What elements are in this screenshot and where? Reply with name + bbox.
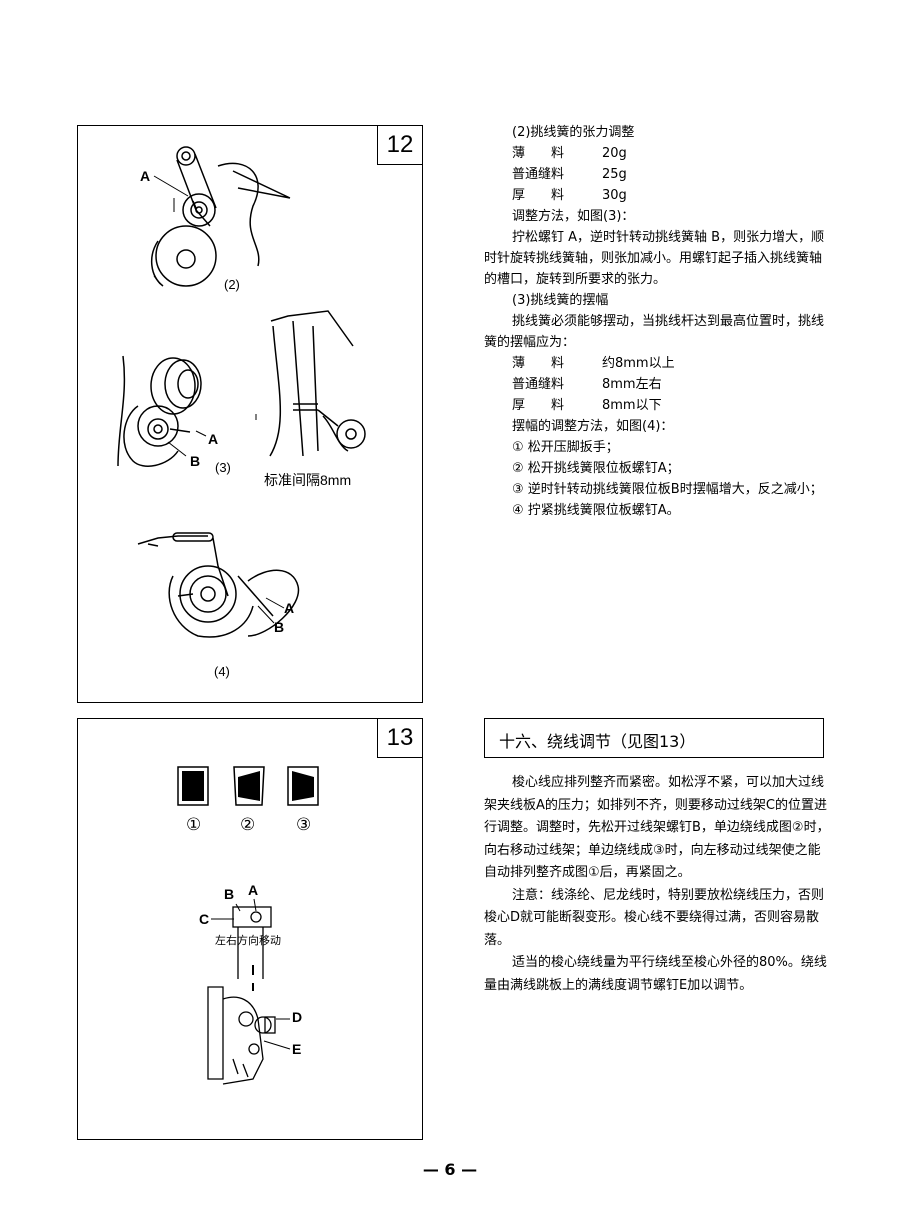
section-16-para3: 适当的梭心绕线量为平行绕线至梭心外径的80%。绕线量由满线跳板上的满线度调节螺钉… (484, 955, 827, 993)
swing-row: 薄 料 约8mm以上 (484, 353, 829, 374)
figure-13: 13 (77, 718, 423, 1140)
swing-row: 普通缝料 8mm左右 (484, 374, 829, 395)
row-value: 8mm左右 (602, 377, 662, 392)
row-key: 普通缝料 (512, 377, 565, 392)
caption-3: (3) (215, 460, 231, 475)
tension-row: 薄 料 20g (484, 143, 829, 164)
row-key: 薄 料 (512, 356, 565, 371)
tension-swing-text: (2)挑线簧的张力调整 薄 料 20g 普通缝料 25g 厚 料 30g 调整方… (484, 122, 829, 521)
swing-step: ① 松开压脚扳手； (512, 440, 619, 455)
row-value: 8mm以下 (602, 398, 662, 413)
swing-step: ② 松开挑线簧限位板螺钉A； (512, 461, 680, 476)
figure-12: 12 (77, 125, 423, 703)
swing-paragraph: 挑线簧必须能够摆动，当挑线杆达到最高位置时，挑线簧的摆幅应为： (484, 314, 825, 350)
section-16-para2: 注意：线涤纶、尼龙线时，特别要放松绕线压力，否则梭心D就可能断裂变形。梭心线不要… (484, 887, 825, 948)
section-16-body: 梭心线应排列整齐而紧密。如松浮不紧，可以加大过线架夹线板A的压力；如排列不齐，则… (484, 772, 830, 997)
swing-row: 厚 料 8mm以下 (484, 395, 829, 416)
tension-row: 普通缝料 25g (484, 164, 829, 185)
label-b: B (224, 886, 235, 902)
label-e: E (292, 1041, 302, 1057)
label-b-mid: B (190, 453, 201, 469)
standard-gap-label: 标准间隔8mm (264, 472, 352, 488)
caption-4: (4) (214, 664, 230, 679)
label-a: A (248, 882, 259, 898)
swing-step: ③ 逆时针转动挑线簧限位板B时摆幅增大，反之减小； (512, 482, 823, 497)
label-b-bot: B (274, 619, 285, 635)
tension-heading: (2)挑线簧的张力调整 (512, 125, 635, 140)
section-16-para1: 梭心线应排列整齐而紧密。如松浮不紧，可以加大过线架夹线板A的压力；如排列不齐，则… (484, 775, 830, 880)
tension-paragraph: 拧松螺钉 A，逆时针转动挑线簧轴 B，则张力增大，顺时针旋转挑线簧轴，则张加减小… (484, 230, 825, 287)
row-key: 厚 料 (512, 398, 565, 413)
label-c: C (199, 911, 210, 927)
figure-13-illustration (177, 766, 319, 1085)
swing-step: ④ 拧紧挑线簧限位板螺钉A。 (512, 503, 680, 518)
row-value: 约8mm以上 (602, 356, 675, 371)
section-16-title: 十六、绕线调节（见图13） (499, 732, 696, 751)
row-value: 30g (602, 188, 627, 203)
figure-12-illustration (117, 146, 366, 638)
label-a-mid: A (208, 431, 219, 447)
row-key: 薄 料 (512, 146, 565, 161)
caption-2: (2) (224, 277, 240, 292)
section-16-title-box: 十六、绕线调节（见图13） (484, 718, 824, 758)
figure-number: 12 (377, 126, 422, 165)
bobbin-label-1: ① (186, 815, 202, 834)
row-key: 厚 料 (512, 188, 565, 203)
row-value: 25g (602, 167, 627, 182)
tension-method: 调整方法，如图(3)： (512, 209, 635, 224)
row-key: 普通缝料 (512, 167, 565, 182)
label-a-bot: A (284, 600, 295, 616)
bobbin-label-3: ③ (296, 815, 312, 834)
page-number: — 6 — (422, 1160, 478, 1179)
move-direction-note: 左右方向移动 (215, 934, 281, 947)
bobbin-label-2: ② (240, 815, 256, 834)
swing-method: 摆幅的调整方法，如图(4)： (512, 419, 674, 434)
tension-row: 厚 料 30g (484, 185, 829, 206)
label-a-top: A (140, 168, 151, 184)
label-d: D (292, 1009, 303, 1025)
row-value: 20g (602, 146, 627, 161)
figure-number: 13 (377, 719, 422, 758)
swing-heading: (3)挑线簧的摆幅 (512, 293, 609, 308)
